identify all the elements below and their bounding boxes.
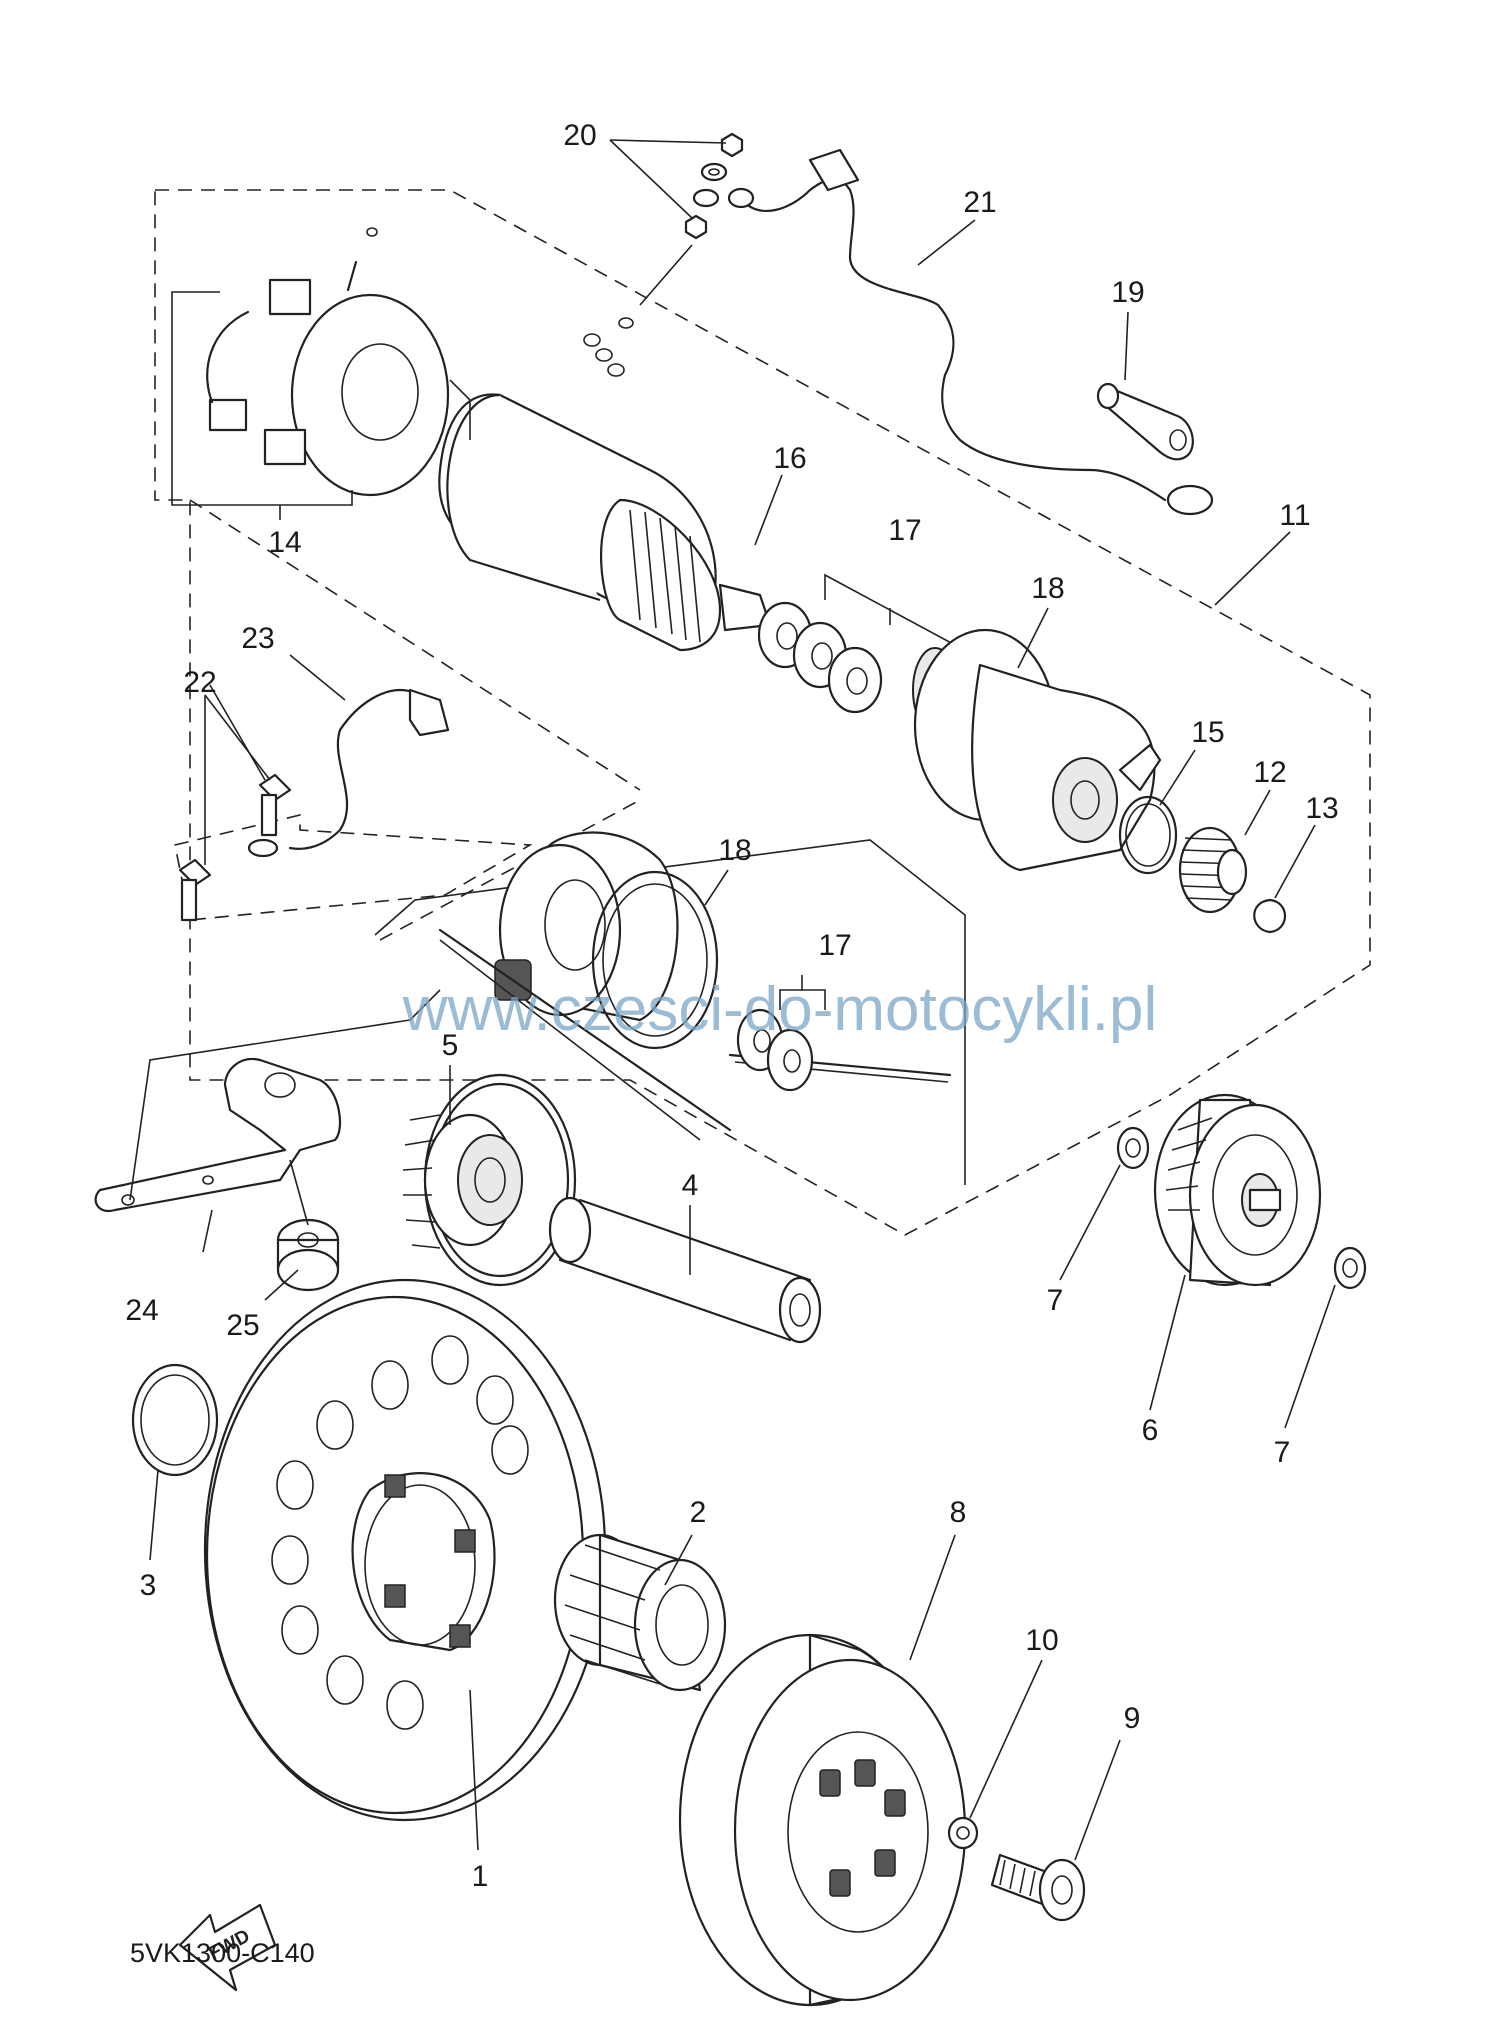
- callout-17-lower: 17: [818, 929, 851, 962]
- callout-6: 6: [1142, 1414, 1159, 1447]
- callout-labels: 1 2 3 4 5 6 7 7 8 9 10 11 12 13 14 15 16…: [125, 119, 1338, 1893]
- pinion-gear: [1178, 826, 1248, 914]
- callout-24: 24: [125, 1294, 158, 1327]
- nut-set: [609, 132, 744, 306]
- callout-23: 23: [241, 622, 274, 655]
- leader-lines: [149, 219, 1336, 1861]
- o-ring: [1118, 795, 1178, 875]
- circlip: [1253, 898, 1286, 934]
- washer-10: [947, 1816, 979, 1850]
- washer-set-lower: [736, 975, 826, 1092]
- watermark-text: www.czesci-do-motocykli.pl: [402, 975, 1158, 1044]
- washer-7-left: [1116, 1126, 1150, 1170]
- assembly-boundary: [154, 189, 1371, 1236]
- fwd-arrow-icon: FWD: [178, 1903, 277, 1992]
- ground-lead: [174, 688, 533, 921]
- one-way-clutch: [678, 1633, 967, 2007]
- callout-9: 9: [1124, 1702, 1141, 1735]
- callout-12: 12: [1253, 756, 1286, 789]
- callout-15: 15: [1191, 716, 1224, 749]
- diagram-code: 5VK1300-C140: [130, 1938, 315, 1968]
- idle-gear-shaft: [548, 1196, 822, 1344]
- spacer-ring: [131, 1363, 219, 1477]
- callout-2: 2: [690, 1496, 707, 1529]
- lead-wire: [727, 148, 1214, 516]
- callout-14: 14: [268, 526, 301, 559]
- terminal-cap: [1096, 382, 1194, 461]
- front-cover-upper: [913, 628, 1162, 872]
- callout-5: 5: [442, 1029, 459, 1062]
- callout-17-upper: 17: [888, 514, 921, 547]
- callout-11: 11: [1279, 499, 1310, 532]
- callout-10: 10: [1025, 1624, 1058, 1657]
- damper: [276, 1159, 340, 1292]
- callout-4: 4: [682, 1169, 699, 1202]
- bolt-9: [990, 1853, 1086, 1922]
- bolt-set-22: [178, 694, 292, 922]
- callout-7-left: 7: [1047, 1284, 1064, 1317]
- starter-wheel-gear: [203, 1278, 607, 1822]
- idle-gear: [402, 1073, 577, 1287]
- callout-16: 16: [773, 442, 806, 475]
- callout-18-upper: 18: [1031, 572, 1064, 605]
- washer-7-right: [1333, 1246, 1367, 1290]
- callout-3: 3: [140, 1569, 157, 1602]
- callout-8: 8: [950, 1496, 967, 1529]
- callout-7-right: 7: [1274, 1436, 1291, 1469]
- brush-holder: [171, 227, 450, 520]
- callout-22: 22: [183, 666, 216, 699]
- callout-20: 20: [563, 119, 596, 152]
- callout-18-lower: 18: [718, 834, 751, 867]
- callout-21: 21: [963, 186, 996, 219]
- starter-clutch-gear: [1153, 1093, 1322, 1287]
- starter-motor-yoke: [438, 317, 792, 652]
- callout-13: 13: [1305, 792, 1338, 825]
- needle-bearing: [553, 1533, 727, 1692]
- callout-1: 1: [472, 1860, 489, 1893]
- callout-19: 19: [1111, 276, 1144, 309]
- callout-25: 25: [226, 1309, 259, 1342]
- bracket: [94, 989, 441, 1213]
